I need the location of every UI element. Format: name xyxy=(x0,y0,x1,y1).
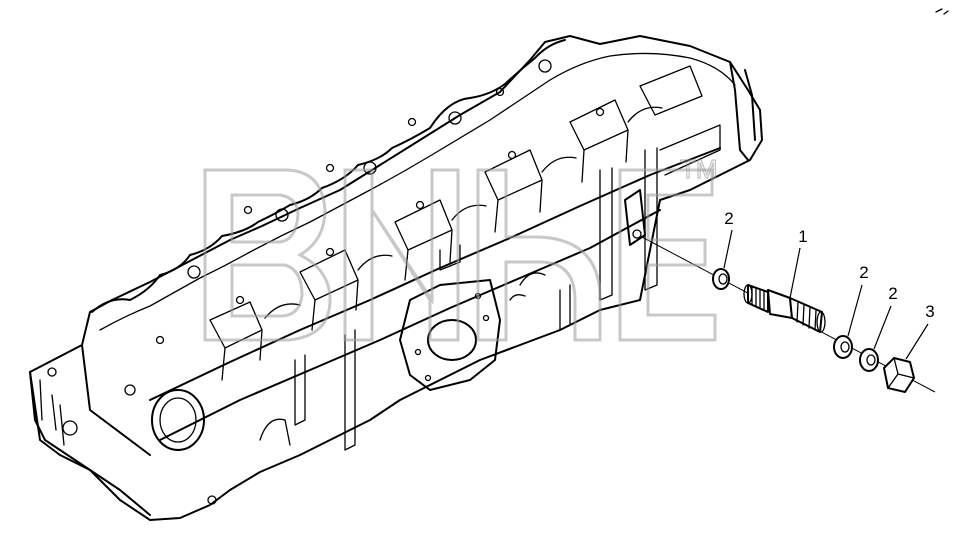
head-top-rim-inner xyxy=(99,52,736,331)
head-front-face xyxy=(29,344,151,516)
threaded-port xyxy=(624,189,646,246)
rocker-posts xyxy=(209,65,703,381)
washer-upper xyxy=(712,268,730,290)
callout-union-fitting: 1 xyxy=(789,227,808,299)
union-fitting xyxy=(743,284,826,333)
corner-mark xyxy=(935,8,949,15)
callout-washer-b: 2 xyxy=(873,284,898,350)
callout-washer-a: 2 xyxy=(847,263,869,337)
svg-text:2: 2 xyxy=(859,263,868,282)
bolt-bosses xyxy=(124,59,605,396)
washer-a xyxy=(833,335,853,359)
svg-text:TM: TM xyxy=(680,154,718,184)
watermark-logo: TM xyxy=(203,153,718,342)
callout-washer-upper: 2 xyxy=(723,209,734,269)
head-side-wall-bottom xyxy=(159,209,661,441)
head-right-end xyxy=(729,61,756,161)
svg-text:1: 1 xyxy=(798,227,807,246)
svg-text:2: 2 xyxy=(888,284,897,303)
side-fins xyxy=(294,124,721,451)
callout-nut: 3 xyxy=(905,302,935,360)
head-top-rim xyxy=(91,39,566,313)
svg-text:3: 3 xyxy=(925,302,934,321)
callouts: 2 1 2 2 3 xyxy=(723,209,935,360)
nut xyxy=(883,357,915,393)
cylinder-head xyxy=(29,35,763,521)
washer-b xyxy=(859,348,879,372)
side-plate-hole xyxy=(427,319,477,361)
front-bore xyxy=(151,389,205,451)
cylinder-head-outline xyxy=(29,35,763,521)
svg-text:2: 2 xyxy=(724,209,733,228)
